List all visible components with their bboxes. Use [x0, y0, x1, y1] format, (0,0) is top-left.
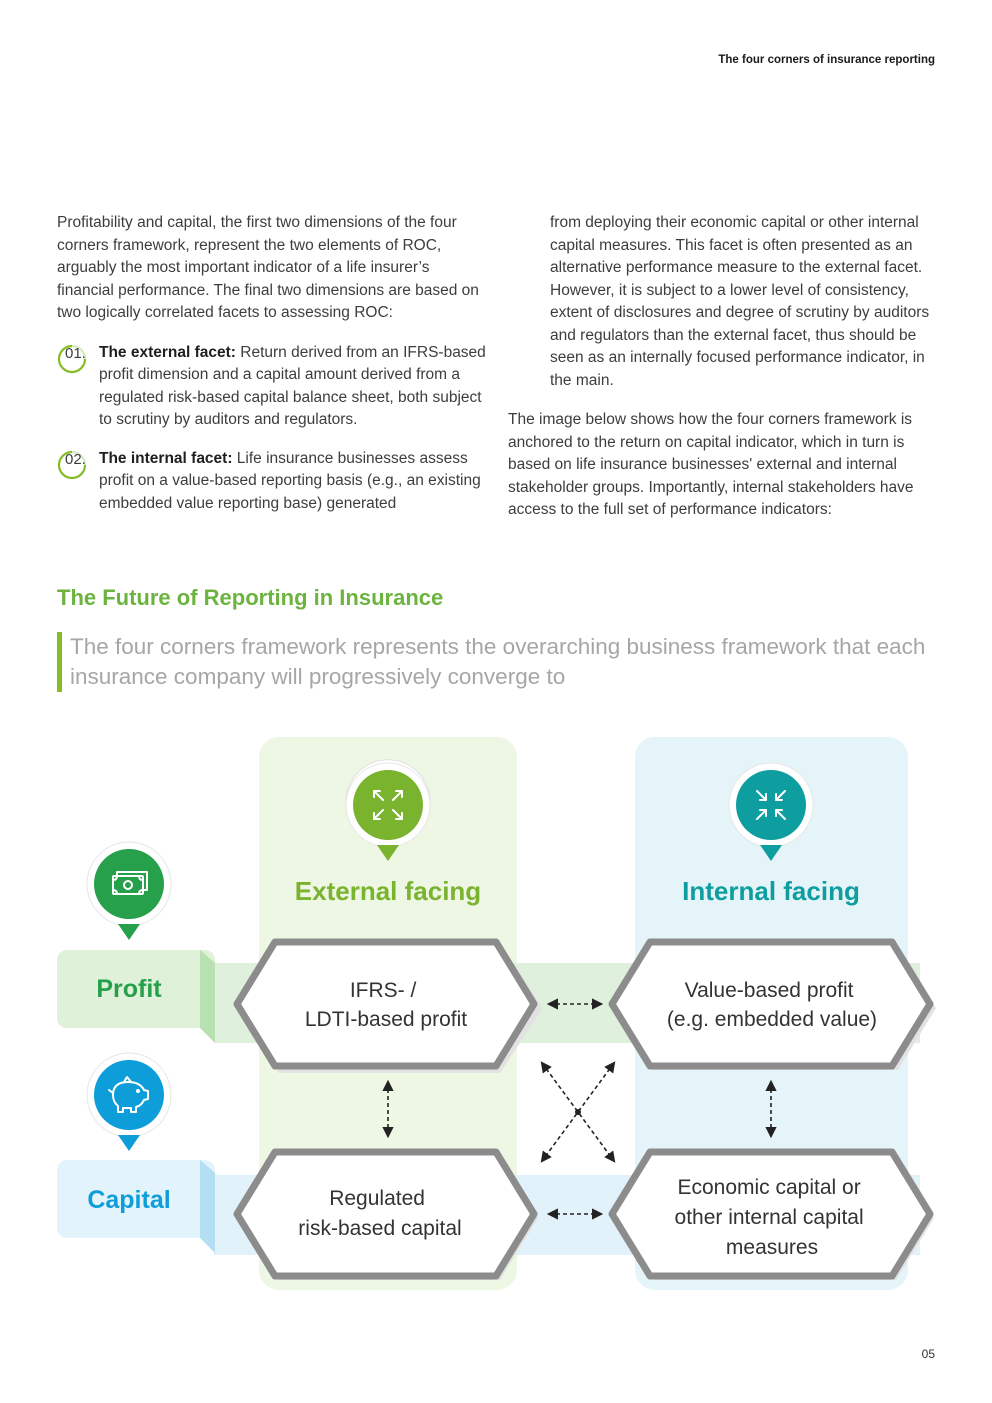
pull-quote: The four corners framework represents th…	[57, 632, 950, 692]
capital-row-tab-fold	[200, 1160, 215, 1253]
banknote-icon	[86, 841, 172, 940]
facet-number: 02.	[65, 450, 86, 468]
cell-line: LDTI-based profit	[305, 1008, 467, 1031]
running-header: The four corners of insurance reporting	[718, 54, 935, 66]
piggy-bank-icon	[86, 1052, 172, 1151]
svg-text:Regulated risk-based cap: Regulated risk-based capital	[298, 1187, 461, 1240]
svg-text:Economic capital or othe: Economic capital or other internal capit…	[675, 1176, 870, 1259]
external-column-label: External facing	[295, 876, 481, 906]
left-column: Profitability and capital, the first two…	[57, 212, 487, 531]
cell-line: other internal capital	[675, 1206, 864, 1229]
facet-text: Return derived from an IFRS-based profit…	[99, 343, 486, 429]
cell-line: Economic capital or	[677, 1176, 860, 1199]
cell-line: Value-based profit	[685, 979, 854, 1002]
facet-internal: 02. The internal facet: Life insurance b…	[57, 448, 487, 516]
diagonal-crossing-dot	[575, 1109, 581, 1115]
capital-row-label: Capital	[87, 1186, 170, 1214]
cell-line: measures	[726, 1236, 818, 1259]
collapse-arrows-icon	[728, 762, 814, 861]
facet-lead: The internal facet:	[99, 449, 233, 467]
continuation-paragraph: from deploying their economic capital or…	[550, 214, 930, 389]
capital-row-tab	[57, 1160, 215, 1238]
internal-column-label: Internal facing	[682, 876, 860, 906]
cell-line: Regulated	[329, 1187, 425, 1210]
section-title: The Future of Reporting in Insurance	[57, 585, 444, 610]
facet-external: 01. The external facet: Return derived f…	[57, 342, 487, 432]
framework-paragraph: The image below shows how the four corne…	[508, 411, 914, 518]
facet-text: Life insurance businesses assess profit …	[99, 449, 481, 512]
facet-lead: The external facet:	[99, 343, 236, 361]
internal-profit-cell: Value-based profit (e.g. embedded value)	[608, 938, 936, 1070]
internal-capital-cell: Economic capital or other internal capit…	[608, 1148, 934, 1280]
expand-arrows-icon	[345, 759, 431, 861]
cell-line: risk-based capital	[298, 1217, 461, 1240]
diagonal-arrow-up	[540, 1061, 616, 1163]
profit-row-label: Profit	[96, 975, 162, 1003]
page-number: 05	[921, 1347, 935, 1361]
cell-line: (e.g. embedded value)	[667, 1008, 877, 1031]
external-profit-cell: IFRS- / LDTI-based profit	[233, 938, 543, 1073]
ring-icon	[57, 344, 87, 373]
profit-row-tab-fold	[200, 950, 215, 1043]
right-column: from deploying their economic capital or…	[508, 212, 938, 539]
intro-paragraph: Profitability and capital, the first two…	[57, 214, 479, 321]
external-capital-cell: Regulated risk-based capital	[233, 1148, 538, 1280]
facet-number: 01.	[65, 344, 86, 362]
cell-line: IFRS- /	[350, 979, 417, 1002]
profit-row-tab	[57, 950, 215, 1028]
ring-icon	[57, 450, 87, 479]
svg-text:Value-based profit (e.g.: Value-based profit (e.g. embedded value)	[667, 979, 877, 1031]
svg-text:IFRS- / LDTI-based profi: IFRS- / LDTI-based profit	[305, 979, 467, 1031]
